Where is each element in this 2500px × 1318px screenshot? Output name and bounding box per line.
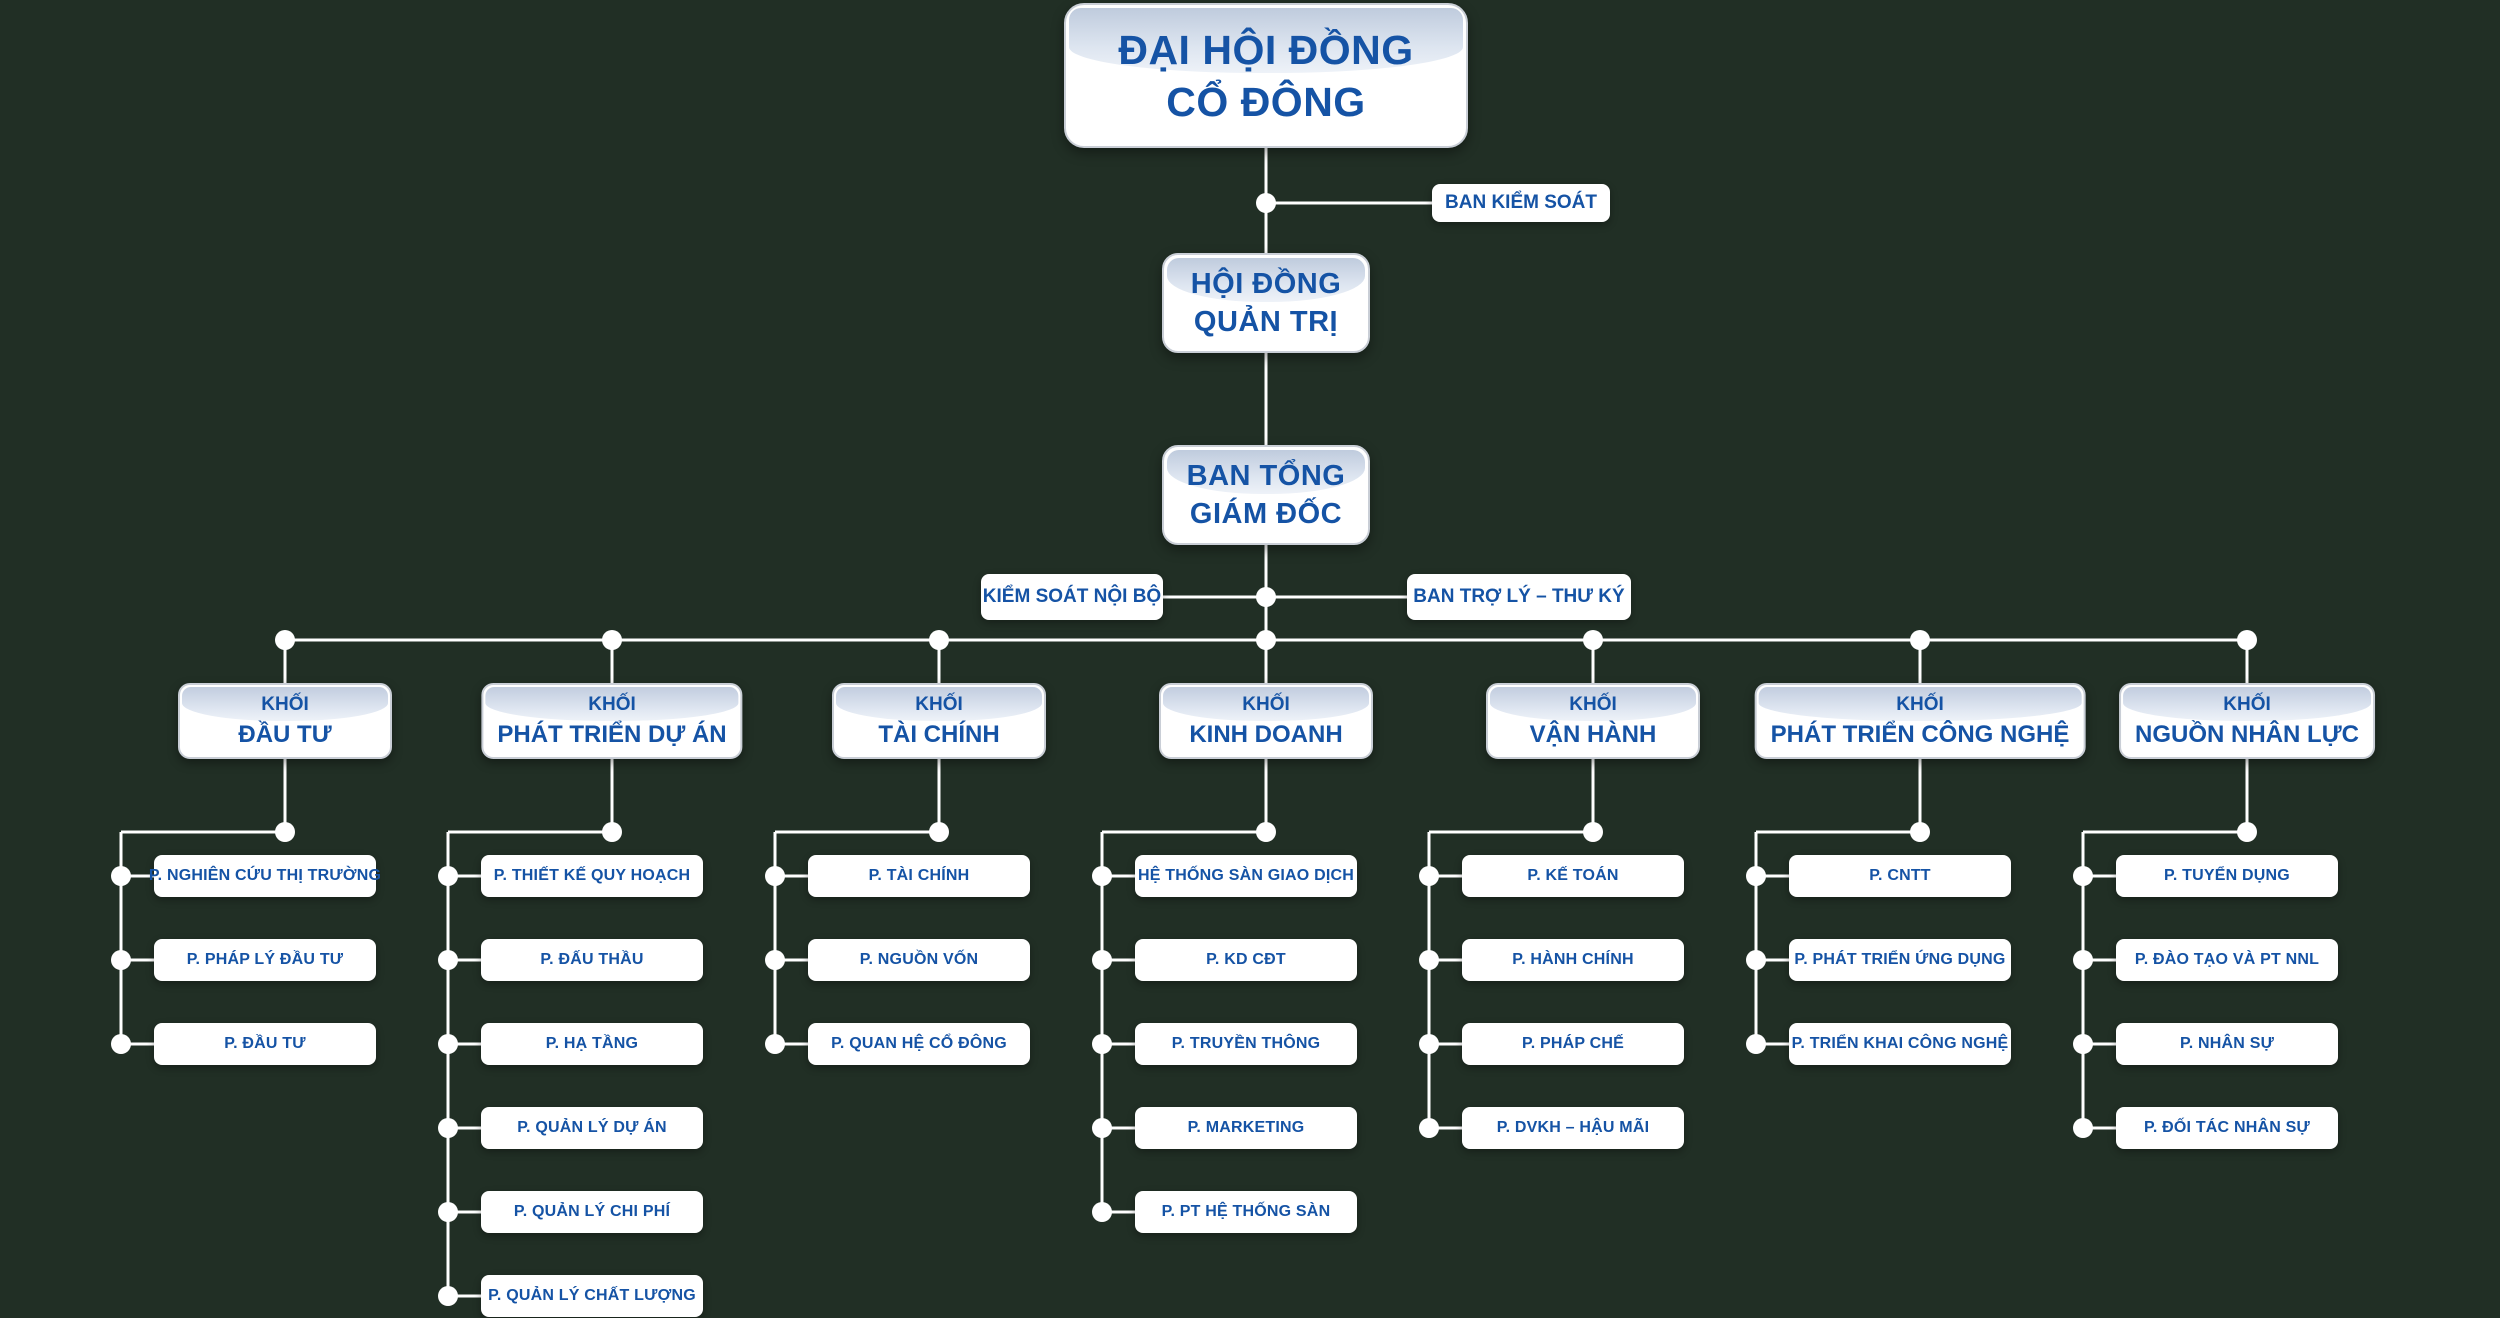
box-shareholders-line1: ĐẠI HỘI ĐỒNG (1118, 26, 1414, 73)
division-header-6: KHỐI PHÁT TRIỂN CÔNG NGHỆ (1754, 683, 2086, 759)
internal-control-label: KIỂM SOÁT NỘI BỘ (982, 586, 1162, 607)
department-label: P. QUẢN LÝ DỰ ÁN (517, 1119, 667, 1136)
department-box: P. HẠ TẦNG (481, 1023, 703, 1065)
department-box: P. PHÁP LÝ ĐẦU TƯ (154, 939, 376, 981)
department-label: P. TRUYỀN THÔNG (1171, 1035, 1321, 1052)
department-box: HỆ THỐNG SÀN GIAO DỊCH (1135, 855, 1357, 897)
department-box: P. QUẢN LÝ CHẤT LƯỢNG (481, 1275, 703, 1317)
department-box: P. MARKETING (1135, 1107, 1357, 1149)
department-box: P. PHÁT TRIỂN ỨNG DỤNG (1789, 939, 2011, 981)
division-name: PHÁT TRIỂN DỰ ÁN (497, 721, 727, 748)
division-header-4: KHỐI KINH DOANH (1159, 683, 1373, 759)
department-label: P. MARKETING (1187, 1119, 1305, 1136)
department-box: P. TRUYỀN THÔNG (1135, 1023, 1357, 1065)
department-label: P. THIẾT KẾ QUY HOẠCH (493, 867, 691, 884)
division-prefix: KHỐI (915, 694, 963, 715)
division-name: ĐẦU TƯ (238, 721, 332, 748)
department-label: P. NHÂN SỰ (2179, 1035, 2275, 1052)
department-label: P. PT HỆ THỐNG SÀN (1161, 1203, 1331, 1220)
department-label: P. KD CĐT (1206, 951, 1286, 968)
box-supervisory-board: BAN KIỂM SOÁT (1432, 184, 1610, 222)
department-box: P. PHÁP CHẾ (1462, 1023, 1684, 1065)
division-prefix: KHỐI (588, 694, 636, 715)
division-prefix: KHỐI (1569, 694, 1617, 715)
box-shareholders-line2: CỔ ĐÔNG (1166, 78, 1366, 125)
department-box: P. PT HỆ THỐNG SÀN (1135, 1191, 1357, 1233)
department-box: P. DVKH – HẬU MÃI (1462, 1107, 1684, 1149)
department-label: P. NGUỒN VỐN (859, 951, 979, 968)
division-prefix: KHỐI (261, 694, 309, 715)
department-box: P. CNTT (1789, 855, 2011, 897)
box-shareholders-meeting: ĐẠI HỘI ĐỒNG CỔ ĐÔNG (1064, 3, 1468, 148)
department-label: P. PHÁP LÝ ĐẦU TƯ (186, 951, 344, 968)
department-label: P. HÀNH CHÍNH (1512, 951, 1634, 968)
division-prefix: KHỐI (2223, 694, 2271, 715)
division-name: VẬN HÀNH (1529, 721, 1657, 748)
department-box: P. ĐẦU TƯ (154, 1023, 376, 1065)
department-label: P. KẾ TOÁN (1527, 867, 1619, 884)
department-label: P. QUẢN LÝ CHI PHÍ (513, 1203, 671, 1220)
department-box: P. TÀI CHÍNH (808, 855, 1030, 897)
division-name: TÀI CHÍNH (878, 721, 1000, 748)
department-label: P. ĐÀO TẠO VÀ PT NNL (2134, 951, 2320, 968)
department-box: P. QUẢN LÝ DỰ ÁN (481, 1107, 703, 1149)
division-name: PHÁT TRIỂN CÔNG NGHỆ (1770, 721, 2070, 748)
department-label: P. QUẢN LÝ CHẤT LƯỢNG (488, 1287, 696, 1304)
department-box: P. KD CĐT (1135, 939, 1357, 981)
department-label: P. TUYỂN DỤNG (2164, 867, 2290, 884)
board-of-directors-line2: QUẢN TRỊ (1193, 306, 1339, 338)
division-header-3: KHỐI TÀI CHÍNH (832, 683, 1046, 759)
box-board-of-directors: HỘI ĐỒNG QUẢN TRỊ (1162, 253, 1370, 353)
board-of-directors-line1: HỘI ĐỒNG (1190, 268, 1342, 300)
department-box: P. ĐỐI TÁC NHÂN SỰ (2116, 1107, 2338, 1149)
department-box: P. NHÂN SỰ (2116, 1023, 2338, 1065)
division-header-7: KHỐI NGUỒN NHÂN LỰC (2119, 683, 2375, 759)
department-box: P. ĐÀO TẠO VÀ PT NNL (2116, 939, 2338, 981)
department-box: P. ĐẤU THẦU (481, 939, 703, 981)
division-prefix: KHỐI (1896, 694, 1944, 715)
department-box: P. NGHIÊN CỨU THỊ TRƯỜNG (149, 855, 381, 897)
department-box: P. KẾ TOÁN (1462, 855, 1684, 897)
department-label: P. QUAN HỆ CỔ ĐÔNG (831, 1035, 1007, 1052)
department-label: P. PHÁT TRIỂN ỨNG DỤNG (1794, 951, 2006, 968)
department-label: P. ĐẤU THẦU (540, 951, 644, 968)
department-label: HỆ THỐNG SÀN GIAO DỊCH (1138, 867, 1354, 884)
box-general-directors: BAN TỔNG GIÁM ĐỐC (1162, 445, 1370, 545)
general-directors-line2: GIÁM ĐỐC (1189, 498, 1343, 530)
division-header-1: KHỐI ĐẦU TƯ (178, 683, 392, 759)
division-name: NGUỒN NHÂN LỰC (2135, 721, 2359, 748)
department-label: P. HẠ TẦNG (545, 1035, 639, 1052)
department-box: P. HÀNH CHÍNH (1462, 939, 1684, 981)
division-name: KINH DOANH (1189, 721, 1343, 748)
box-internal-control: KIỂM SOÁT NỘI BỘ (981, 574, 1163, 620)
department-box: P. THIẾT KẾ QUY HOẠCH (481, 855, 703, 897)
department-label: P. DVKH – HẬU MÃI (1496, 1119, 1650, 1136)
supervisory-board-label: BAN KIỂM SOÁT (1445, 192, 1597, 213)
box-assistant-secretary: BAN TRỢ LÝ – THƯ KÝ (1407, 574, 1631, 620)
division-header-2: KHỐI PHÁT TRIỂN DỰ ÁN (481, 683, 743, 759)
department-label: P. NGHIÊN CỨU THỊ TRƯỜNG (148, 867, 382, 884)
department-box: P. NGUỒN VỐN (808, 939, 1030, 981)
department-box: P. QUAN HỆ CỔ ĐÔNG (808, 1023, 1030, 1065)
department-box: P. QUẢN LÝ CHI PHÍ (481, 1191, 703, 1233)
general-directors-line1: BAN TỔNG (1186, 460, 1346, 492)
department-box: P. TUYỂN DỤNG (2116, 855, 2338, 897)
department-label: P. ĐỐI TÁC NHÂN SỰ (2144, 1119, 2310, 1136)
department-label: P. ĐẦU TƯ (224, 1035, 306, 1052)
department-label: P. TÀI CHÍNH (868, 867, 970, 884)
department-label: P. CNTT (1869, 867, 1931, 884)
division-header-5: KHỐI VẬN HÀNH (1486, 683, 1700, 759)
assistant-secretary-label: BAN TRỢ LÝ – THƯ KÝ (1413, 586, 1625, 607)
department-label: P. TRIỂN KHAI CÔNG NGHỆ (1791, 1035, 2009, 1052)
division-prefix: KHỐI (1242, 694, 1290, 715)
department-label: P. PHÁP CHẾ (1521, 1035, 1625, 1052)
department-box: P. TRIỂN KHAI CÔNG NGHỆ (1789, 1023, 2011, 1065)
